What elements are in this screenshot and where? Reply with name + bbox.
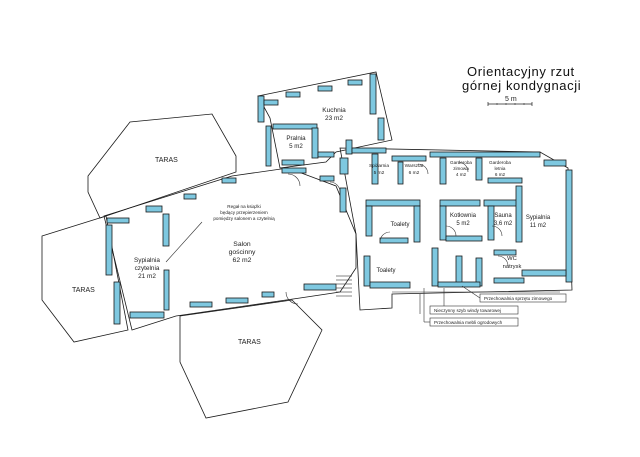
room-sauna-area: 3,6 m2 bbox=[494, 221, 513, 227]
plan-title-line2: górnej kondygnacji bbox=[462, 78, 581, 93]
room-garderoba-zimowa: Garderoba zimowa 4 m2 bbox=[450, 160, 472, 177]
room-garderoba-letnia-line2: letnia bbox=[495, 166, 506, 171]
room-pralnia-area: 5 m2 bbox=[289, 143, 303, 150]
room-spizarnia-area: 5 m2 bbox=[374, 170, 385, 176]
room-salon-line2: gościnny bbox=[229, 249, 256, 256]
plan-title-line1: Orientacyjny rzut bbox=[467, 64, 575, 79]
terrace-w: TARAS bbox=[41, 215, 129, 343]
room-garderoba-zimowa-area: 4 m2 bbox=[456, 172, 467, 177]
room-wc: WC natrysk bbox=[503, 256, 522, 270]
title-block: Orientacyjny rzut górnej kondygnacji 5 m bbox=[462, 64, 581, 106]
room-warsztat-name: Warsztat bbox=[405, 163, 424, 169]
terrace-s-label: TARAS bbox=[238, 339, 261, 346]
room-salon-area: 62 m2 bbox=[233, 257, 252, 264]
room-toalety-upper: Toalety bbox=[390, 222, 409, 228]
room-kotlownia-area: 5 m2 bbox=[456, 221, 470, 227]
walls-west bbox=[105, 167, 347, 325]
room-toalety-upper-name: Toalety bbox=[390, 222, 409, 228]
stairs bbox=[336, 275, 352, 297]
annotation-regal: Regał na książki będący przepierzeniem p… bbox=[165, 204, 275, 263]
annotation-sprzet: Przechowalnia sprzętu zimowego bbox=[461, 285, 567, 303]
room-sypialnia-area: 11 m2 bbox=[530, 223, 547, 229]
room-warsztat-area: 6 m2 bbox=[409, 170, 420, 176]
walls-east bbox=[339, 151, 573, 289]
room-kotlownia-name: Kotłownia bbox=[450, 213, 477, 219]
room-spizarnia: Spiżarnia 5 m2 bbox=[369, 163, 389, 176]
room-sypialnia-name: Sypialnia bbox=[526, 215, 551, 221]
terrace-nw-label: TARAS bbox=[155, 157, 178, 164]
room-sauna-name: Sauna bbox=[494, 213, 512, 219]
scale-bar bbox=[487, 102, 533, 106]
room-toalety-lower-name: Toalety bbox=[376, 268, 395, 274]
note-regal-line1: Regał na książki bbox=[227, 204, 260, 209]
room-salon: Salon gościnny 62 m2 bbox=[229, 241, 256, 264]
room-kuchnia-name: Kuchnia bbox=[322, 107, 346, 114]
room-pralnia-name: Pralnia bbox=[286, 135, 306, 142]
room-spizarnia-name: Spiżarnia bbox=[369, 163, 389, 169]
room-toalety-lower: Toalety bbox=[376, 268, 395, 274]
room-wc-line2: natrysk bbox=[503, 264, 522, 270]
room-garderoba-zimowa-line1: Garderoba bbox=[450, 160, 472, 165]
note-sprzet: Przechowalnia sprzętu zimowego bbox=[484, 296, 553, 301]
room-warsztat: Warsztat 6 m2 bbox=[405, 163, 424, 176]
room-kuchnia: Kuchnia 23 m2 bbox=[322, 107, 346, 122]
scale-label: 5 m bbox=[505, 96, 517, 103]
room-sypialnia-czytelnia-line2: czytelnia bbox=[135, 265, 160, 272]
room-garderoba-letnia-line1: Garderoba bbox=[489, 160, 511, 165]
room-salon-line1: Salon bbox=[233, 241, 251, 248]
room-sypialnia-czytelnia: Sypialnia czytelnia 21 m2 bbox=[134, 257, 160, 280]
room-sypialnia-czytelnia-area: 21 m2 bbox=[138, 273, 156, 280]
walls-kitchen bbox=[257, 73, 387, 167]
room-sypialnia: Sypialnia 11 m2 bbox=[526, 215, 551, 229]
terrace-nw: TARAS bbox=[87, 113, 237, 219]
note-mebli: Przechowalnia mebli ogrodowych bbox=[434, 320, 503, 325]
room-wc-line1: WC bbox=[507, 256, 517, 262]
terrace-s: TARAS bbox=[179, 299, 323, 419]
room-garderoba-letnia: Garderoba letnia 6 m2 bbox=[489, 160, 511, 177]
room-kuchnia-area: 23 m2 bbox=[325, 115, 343, 122]
note-regal-line3: pomiędzy salonem a czytelnią bbox=[213, 216, 275, 221]
room-garderoba-zimowa-line2: zimowa bbox=[453, 166, 469, 171]
room-sauna: Sauna 3,6 m2 bbox=[494, 213, 513, 227]
note-szyb: Nieczynny szyb windy towarowej bbox=[434, 308, 501, 313]
annotation-mebli: Przechowalnia mebli ogrodowych bbox=[423, 288, 519, 327]
note-regal-line2: będący przepierzeniem bbox=[220, 210, 268, 215]
annotation-szyb: Nieczynny szyb windy towarowej bbox=[429, 288, 519, 315]
room-sypialnia-czytelnia-line1: Sypialnia bbox=[134, 257, 160, 264]
room-kotlownia: Kotłownia 5 m2 bbox=[450, 213, 477, 227]
doors bbox=[285, 161, 509, 305]
room-garderoba-letnia-area: 6 m2 bbox=[495, 172, 506, 177]
room-pralnia: Pralnia 5 m2 bbox=[286, 135, 306, 150]
terrace-w-label: TARAS bbox=[72, 287, 95, 294]
